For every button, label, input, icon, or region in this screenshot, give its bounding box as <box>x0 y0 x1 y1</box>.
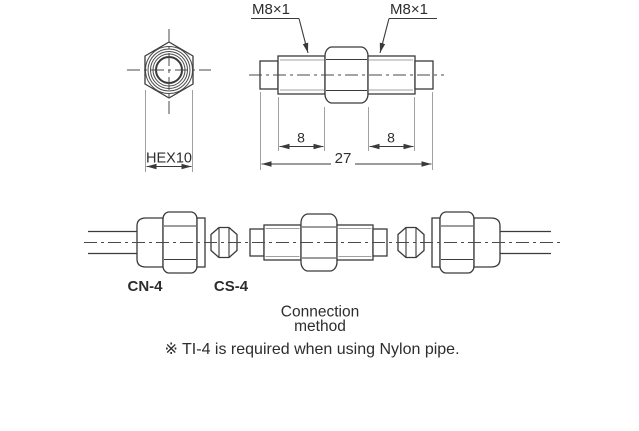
overall-length-label: 27 <box>335 150 352 167</box>
hex-width-dimension: HEX10 <box>145 90 193 172</box>
nut-cn4-right <box>431 211 501 274</box>
caption-line1: Connection <box>281 304 359 321</box>
thread-length-label-left: 8 <box>297 130 305 146</box>
thread-callout-right: M8×1 <box>379 1 437 54</box>
callout-leader-arrow <box>298 18 309 54</box>
thread-length-label-right: 8 <box>387 130 395 146</box>
hex-end-view <box>127 29 211 114</box>
thread-callout-left: M8×1 <box>251 1 309 54</box>
thread-size-label: M8×1 <box>252 1 290 18</box>
nut-cn4-left <box>136 211 206 274</box>
hex-width-label: HEX10 <box>146 151 192 167</box>
length-dimensions: 8 8 27 <box>260 92 433 170</box>
callout-leader-arrow <box>379 18 390 54</box>
sleeve-part-label: CS-4 <box>214 278 249 295</box>
dimension-text-mask <box>331 150 355 166</box>
connection-exploded-view <box>84 211 560 274</box>
sleeve-outline <box>397 226 425 259</box>
nut-part-label: CN-4 <box>127 278 163 295</box>
union-side-view <box>249 46 444 104</box>
thread-size-label: M8×1 <box>390 1 428 18</box>
caption-line2: method <box>294 318 346 335</box>
nylon-pipe-note: ※ TI-4 is required when using Nylon pipe… <box>164 341 459 358</box>
